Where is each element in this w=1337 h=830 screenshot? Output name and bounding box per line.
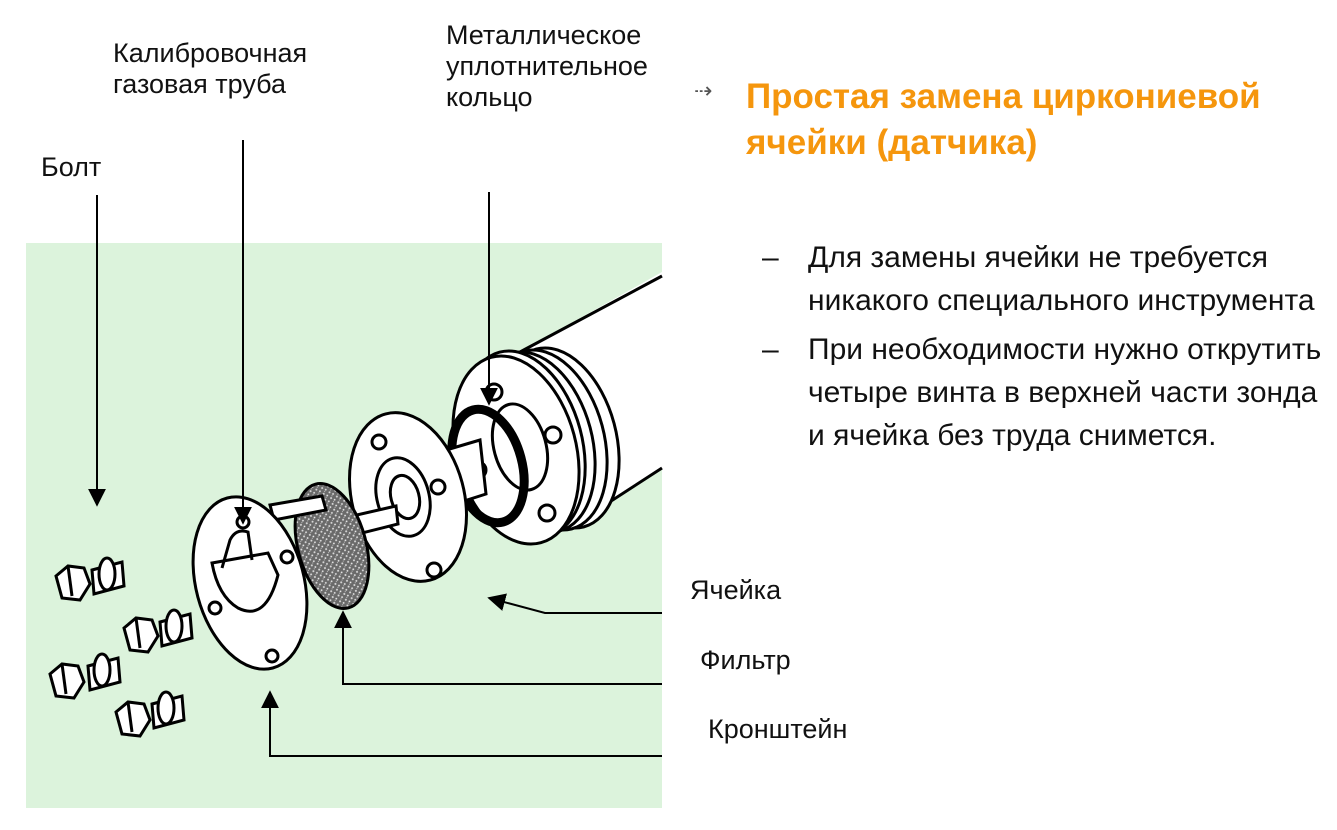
label-cell: Ячейка [690,575,782,605]
label-bolt: Болт [41,152,102,182]
bolt-group [48,556,194,738]
probe-body [451,272,663,546]
bullet-text: Для замены ячейки не требуется никакого … [808,241,1315,317]
label-filter: Фильтр [700,645,791,675]
bullet-item: – При необходимости нужно открутить четы… [762,328,1332,457]
bullet-dash: – [762,333,779,366]
bolt [114,690,186,738]
bullet-item: – Для замены ячейки не требуется никаког… [762,236,1332,322]
label-calibration-gas-tube: Калибровочная газовая труба [113,38,308,99]
filter-leader [334,610,662,685]
bolt [48,652,122,700]
bullet-text: При необходимости нужно открутить четыре… [808,333,1322,452]
bolt [54,556,126,602]
slide-title: Простая замена циркониевой ячейки (датчи… [746,77,1261,162]
cell-leader [487,593,662,614]
leader-lines [88,140,662,757]
bullet-list: – Для замены ячейки не требуется никаког… [762,236,1332,463]
bolt [122,608,194,654]
bracket-flange [191,495,309,671]
label-metal-seal-ring: Металлическое уплотнительное кольцо [446,20,648,112]
label-bracket: Кронштейн [708,714,848,744]
bracket-leader [261,690,662,757]
dotted-arrow-icon: ⇢ [694,78,713,103]
bullet-dash: – [762,241,779,274]
